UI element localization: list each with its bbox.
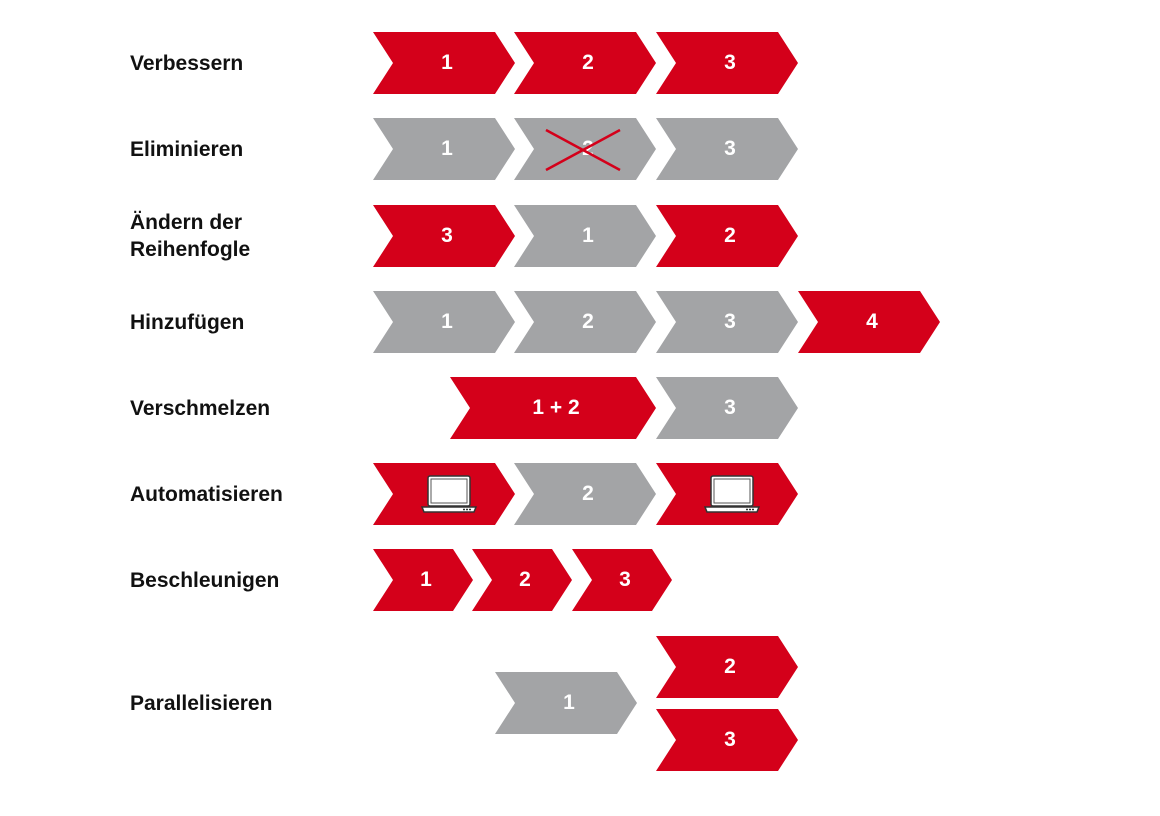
step-number: 2: [519, 568, 531, 591]
process-step-chevron: [656, 463, 798, 525]
step-number: 2: [582, 310, 594, 333]
process-step-chevron: 3: [656, 32, 798, 94]
process-step-chevron: 3: [572, 549, 672, 611]
process-step-chevron: 1: [514, 205, 656, 267]
laptop-icon: [700, 474, 760, 514]
process-step-chevron: 2: [514, 291, 656, 353]
process-step-chevron: 2: [514, 118, 656, 180]
step-number: 3: [724, 137, 736, 160]
step-number: 2: [724, 224, 736, 247]
process-step-chevron: 3: [373, 205, 515, 267]
process-step-chevron: 1: [373, 291, 515, 353]
step-number: 4: [866, 310, 878, 333]
row-label: Parallelisieren: [130, 692, 273, 715]
row-label: Verschmelzen: [130, 397, 271, 420]
step-number: 2: [582, 51, 594, 74]
row-label: Hinzufügen: [130, 311, 245, 334]
process-step-chevron: 1 + 2: [450, 377, 656, 439]
step-number: 1 + 2: [532, 396, 580, 419]
step-number: 2: [582, 482, 594, 505]
cross-out-icon: [514, 118, 656, 180]
process-step-chevron: 1: [495, 672, 637, 734]
process-step-chevron: 3: [656, 118, 798, 180]
process-step-chevron: 3: [656, 377, 798, 439]
step-number: 1: [420, 568, 432, 591]
process-step-chevron: 1: [373, 32, 515, 94]
laptop-icon: [417, 474, 477, 514]
process-step-chevron: 3: [656, 709, 798, 771]
step-number: 1: [582, 224, 594, 247]
step-number: 3: [619, 568, 631, 591]
row-label: Eliminieren: [130, 138, 244, 161]
step-number: 1: [563, 691, 575, 714]
row-label: Automatisieren: [130, 483, 283, 506]
step-number: 3: [724, 728, 736, 751]
step-number: 3: [724, 310, 736, 333]
process-step-chevron: 2: [472, 549, 572, 611]
step-number: 3: [724, 396, 736, 419]
row-label: Verbessern: [130, 52, 244, 75]
row-label: Ändern der Reihenfogle: [130, 211, 251, 261]
process-step-chevron: 2: [514, 463, 656, 525]
row-label: Beschleunigen: [130, 569, 280, 592]
process-step-chevron: 2: [656, 636, 798, 698]
process-step-chevron: [373, 463, 515, 525]
step-number: 3: [724, 51, 736, 74]
step-number: 2: [724, 655, 736, 678]
process-step-chevron: 3: [656, 291, 798, 353]
process-step-chevron: 2: [656, 205, 798, 267]
step-number: 1: [441, 137, 453, 160]
step-number: 1: [441, 310, 453, 333]
step-number: 1: [441, 51, 453, 74]
process-step-chevron: 2: [514, 32, 656, 94]
process-step-chevron: 1: [373, 549, 473, 611]
step-number: 3: [441, 224, 453, 247]
process-step-chevron: 1: [373, 118, 515, 180]
process-step-chevron: 4: [798, 291, 940, 353]
